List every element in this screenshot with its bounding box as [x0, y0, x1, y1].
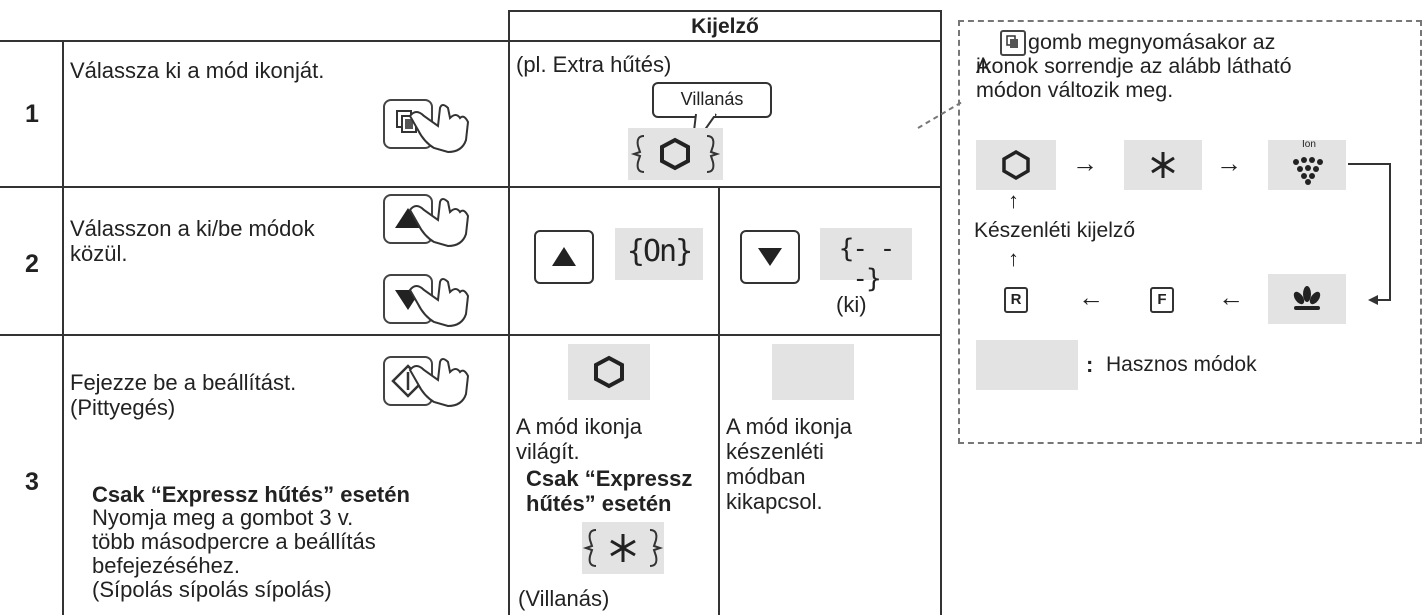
seq-hexagon-box [976, 140, 1056, 190]
lotus-icon [1293, 286, 1321, 310]
arrow-up-icon: ↑ [1008, 246, 1019, 271]
off-note: (ki) [836, 292, 867, 317]
hand-pointer-icon [408, 104, 470, 154]
up-arrow-key-icon [395, 208, 421, 228]
step-number-1: 1 [25, 100, 39, 128]
on-display-value: On [642, 234, 677, 269]
flash-callout-text: Villanás [680, 89, 744, 109]
standby-mode-highlight [772, 344, 854, 400]
flashing-snowflake-display [582, 529, 664, 567]
arrow-left-icon: ← [1078, 282, 1104, 312]
r-key-icon: R [1004, 287, 1028, 313]
mode-sequence-panel [958, 20, 1422, 444]
lit-mode-text: A mód ikonja világít. [516, 414, 642, 464]
panel-intro: A [976, 30, 990, 78]
arrow-right-icon: → [1216, 148, 1242, 178]
display-column-header: Kijelző [691, 15, 759, 38]
off-display-value: - - - [852, 234, 895, 294]
step-number-2: 2 [25, 250, 39, 278]
standby-mode-text: A mód ikonja készenléti módban kikapcsol… [726, 414, 852, 514]
legend-swatch [976, 340, 1078, 390]
hand-pointer-icon [408, 198, 470, 248]
hand-pointer-icon [408, 278, 470, 328]
snowflake-icon [610, 534, 636, 562]
step-2-instruction: Válasszon a ki/be módok közül. [70, 216, 315, 266]
off-display-highlight [820, 228, 912, 280]
hexagon-icon [594, 355, 624, 389]
legend-label: Hasznos módok [1106, 353, 1257, 376]
f-key-icon: F [1150, 287, 1174, 313]
hexagon-icon [1002, 149, 1030, 181]
snowflake-icon [1151, 152, 1175, 178]
on-display-highlight [615, 228, 703, 280]
flash-note: (Villanás) [518, 586, 610, 611]
panel-intro-rest: gomb megnyomásakor az ikonok sorrendje a… [976, 30, 1292, 102]
step-3-instruction: Fejezze be a beállítást. (Pittyegés) [70, 370, 297, 420]
ion-label: Ion [1302, 139, 1316, 150]
on-display: {On} [626, 234, 693, 269]
up-arrow-key-icon [552, 247, 576, 266]
mode-button-icon [1000, 30, 1026, 56]
arrow-left-icon: ← [1218, 282, 1244, 312]
express-title: Csak “Expressz hűtés” esetén [92, 482, 410, 507]
legend-colon: : [1086, 352, 1094, 377]
display-example-label: (pl. Extra hűtés) [516, 52, 672, 77]
off-display: {- - -} [838, 234, 896, 294]
sequence-loop-lines [1348, 163, 1391, 305]
arrow-right-icon: → [1072, 148, 1098, 178]
down-arrow-key-icon [758, 248, 782, 266]
express-instructions: Nyomja meg a gombot 3 v. több másodpercr… [92, 505, 376, 602]
flashing-hexagon-display [630, 135, 721, 173]
standby-label: Készenléti kijelző [974, 219, 1136, 242]
step-1-instruction: Válassza ki a mód ikonját. [70, 58, 325, 83]
arrow-up-icon: ↑ [1008, 188, 1019, 213]
set-button[interactable] [383, 356, 433, 406]
express-display-title: Csak “Expressz hűtés” esetén [526, 466, 693, 516]
hand-pointer-icon [408, 358, 470, 408]
up-key-display [534, 230, 594, 284]
down-key-display [740, 230, 800, 284]
panel-intro-a: A [976, 54, 991, 78]
lit-mode-highlight [568, 344, 650, 400]
step-number-3: 3 [25, 468, 39, 496]
ion-grapes-icon [1293, 157, 1323, 185]
panel-leader-line [917, 101, 963, 129]
up-button[interactable] [383, 194, 433, 244]
